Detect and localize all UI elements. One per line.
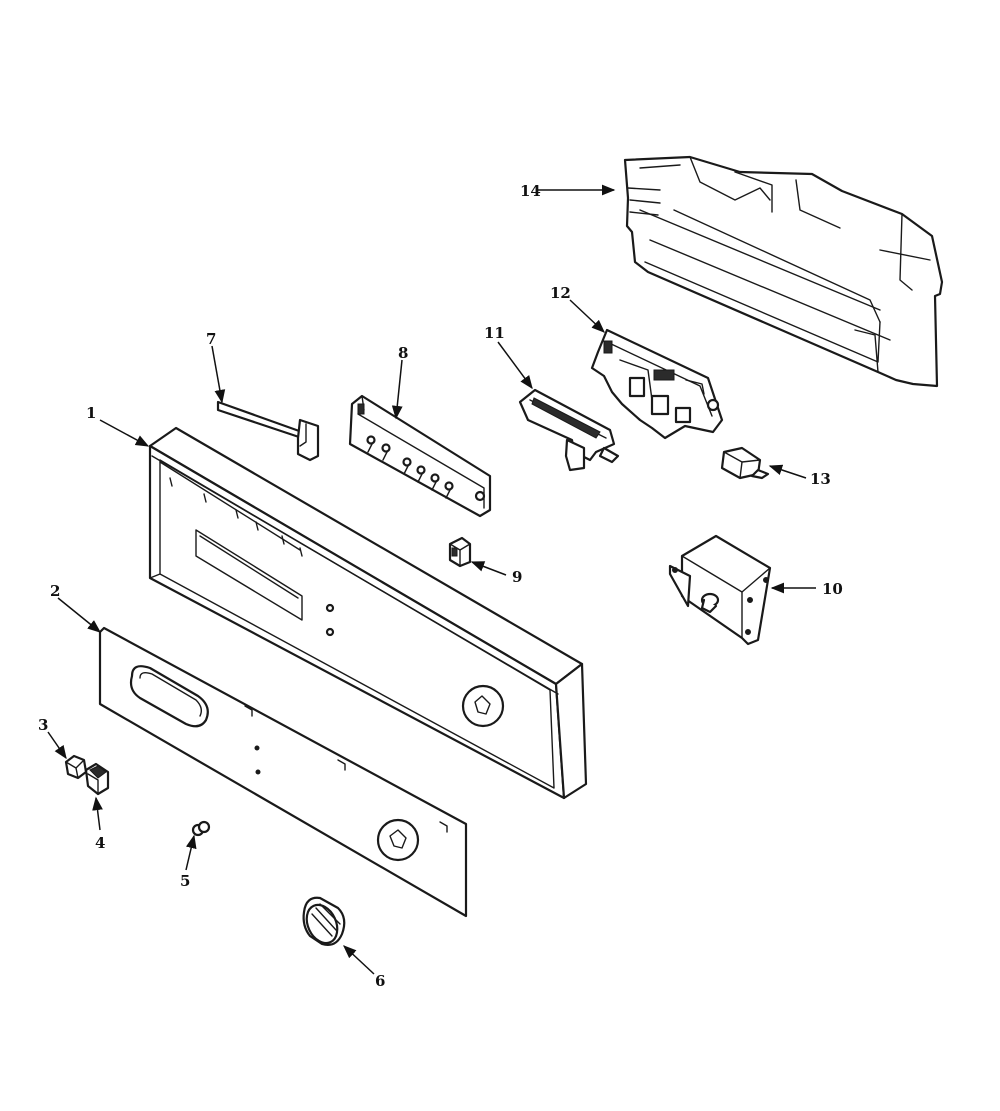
part-10-timer [668, 534, 772, 646]
part-11-switch [518, 388, 620, 472]
part-5-knob-insert [191, 820, 211, 837]
callout-4: 4 [95, 834, 105, 852]
callout-5: 5 [180, 872, 190, 890]
part-8-button-panel [348, 394, 492, 518]
part-1-control-panel [148, 426, 588, 800]
callout-labels: 14 12 11 8 7 1 13 9 10 2 3 4 5 6 [38, 182, 843, 990]
callout-7: 7 [206, 330, 216, 348]
part-12-bracket [590, 328, 724, 440]
part-7-rod [216, 400, 320, 462]
part-13-switch [720, 446, 770, 480]
part-14-console-cover [623, 155, 944, 388]
part-3-button [64, 754, 88, 780]
callout-11: 11 [484, 324, 505, 342]
leader-lines [47, 184, 816, 975]
callout-10: 10 [822, 580, 843, 598]
callout-14: 14 [520, 182, 541, 200]
callout-2: 2 [50, 582, 60, 600]
callout-12: 12 [550, 284, 571, 302]
part-6-knob [302, 896, 346, 946]
callout-8: 8 [398, 344, 408, 362]
callout-1: 1 [86, 404, 96, 422]
callout-13: 13 [810, 470, 831, 488]
part-9-clip [448, 536, 472, 568]
callout-9: 9 [512, 568, 522, 586]
part-2-fascia [98, 626, 468, 918]
part-4-button [84, 762, 110, 796]
callout-6: 6 [375, 972, 385, 990]
callout-3: 3 [38, 716, 48, 734]
